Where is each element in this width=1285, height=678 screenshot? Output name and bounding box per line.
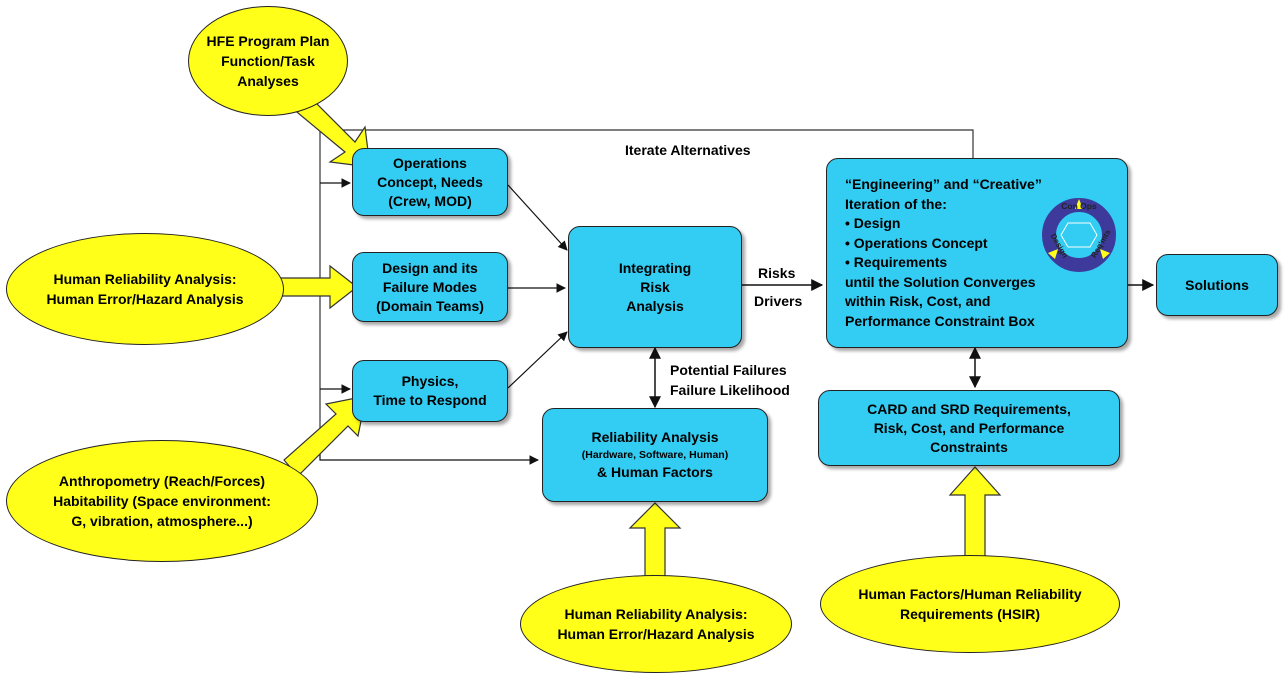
ops-line-1: Operations [393, 154, 467, 171]
label-potential-failures: Potential Failures [670, 362, 787, 378]
design-line-1: Design and its [382, 259, 478, 276]
box-engineering-iteration: “Engineering” and “Creative” Iteration o… [826, 158, 1128, 348]
hfe-line-1: HFE Program Plan [206, 33, 330, 49]
label-risks: Risks [758, 265, 796, 281]
block-arrow-card [948, 466, 1002, 561]
hfe-line-2: Function/Task Analyses [221, 53, 315, 89]
eng-line-1: “Engineering” and “Creative” [845, 176, 1042, 192]
hra-left-line-2: Human Error/Hazard Analysis [46, 291, 244, 307]
hsir-line-1: Human Factors/Human Reliability [858, 586, 1082, 602]
box-integrating-risk-analysis: Integrating Risk Analysis [568, 226, 742, 348]
ops-line-3: (Crew, MOD) [388, 192, 472, 209]
reliability-line-2: (Hardware, Software, Human) [581, 449, 729, 461]
input-hra-left: Human Reliability Analysis: Human Error/… [6, 233, 284, 345]
anthro-line-1: Anthropometry (Reach/Forces) [58, 473, 266, 489]
label-iterate-alternatives: Iterate Alternatives [625, 142, 751, 158]
box-operations-concept: Operations Concept, Needs (Crew, MOD) [352, 148, 508, 216]
eng-line-5: • Requirements [845, 254, 948, 270]
physics-line-1: Physics, [401, 373, 459, 389]
eng-line-8: Performance Constraint Box [845, 312, 1035, 329]
arrow-to-reliability [319, 445, 539, 465]
box-card-srd-requirements: CARD and SRD Requirements, Risk, Cost, a… [818, 390, 1120, 466]
hra-bottom-line-1: Human Reliability Analysis: [564, 606, 748, 622]
eng-line-4: • Operations Concept [845, 234, 988, 251]
anthro-line-2: Habitability (Space environment: [53, 493, 271, 509]
input-hsir: Human Factors/Human Reliability Requirem… [820, 555, 1120, 653]
design-line-2: Failure Modes [382, 278, 478, 295]
anthro-line-3: G, vibration, atmosphere...) [71, 513, 253, 529]
eng-line-6: until the Solution Converges [845, 273, 1036, 290]
iteration-wheel-icon: Con Ops Design Req'mts [1042, 198, 1116, 272]
physics-line-2: Time to Respond [373, 392, 487, 408]
input-anthropometry: Anthropometry (Reach/Forces) Habitabilit… [6, 440, 318, 562]
integrating-line-1: Integrating [618, 259, 692, 276]
hra-bottom-line-2: Human Error/Hazard Analysis [557, 626, 755, 642]
label-drivers: Drivers [754, 293, 803, 309]
box-physics: Physics, Time to Respond [352, 360, 508, 422]
input-hfe-program-plan: HFE Program Plan Function/Task Analyses [188, 6, 348, 116]
design-line-3: (Domain Teams) [376, 297, 484, 314]
reliability-line-1: Reliability Analysis [591, 429, 719, 445]
integrating-line-2: Risk [640, 278, 670, 295]
wheel-label-con-ops: Con Ops [1061, 201, 1097, 211]
hra-left-line-1: Human Reliability Analysis: [53, 271, 237, 287]
eng-line-7: within Risk, Cost, and [845, 293, 991, 309]
integrating-line-3: Analysis [626, 297, 684, 314]
arrow-ops-integrating [507, 184, 568, 251]
eng-line-3: • Design [845, 215, 901, 231]
label-failure-likelihood: Failure Likelihood [670, 382, 790, 398]
card-line-3: Constraints [930, 438, 1008, 455]
input-hra-bottom: Human Reliability Analysis: Human Error/… [520, 575, 792, 673]
box-solutions: Solutions [1156, 254, 1278, 316]
eng-line-2: Iteration of the: [845, 195, 947, 212]
hsir-line-2: Requirements (HSIR) [899, 606, 1041, 622]
solutions-label: Solutions [1185, 276, 1249, 293]
arrow-physics-integrating [507, 331, 568, 389]
card-line-2: Risk, Cost, and Performance [873, 419, 1065, 436]
card-line-1: CARD and SRD Requirements, [867, 400, 1071, 417]
reliability-line-3: & Human Factors [597, 464, 713, 480]
box-reliability-analysis: Reliability Analysis (Hardware, Software… [542, 408, 768, 502]
box-design-failure-modes: Design and its Failure Modes (Domain Tea… [352, 252, 508, 322]
block-arrow-reliability [628, 502, 682, 581]
ops-line-2: Concept, Needs [377, 173, 483, 190]
